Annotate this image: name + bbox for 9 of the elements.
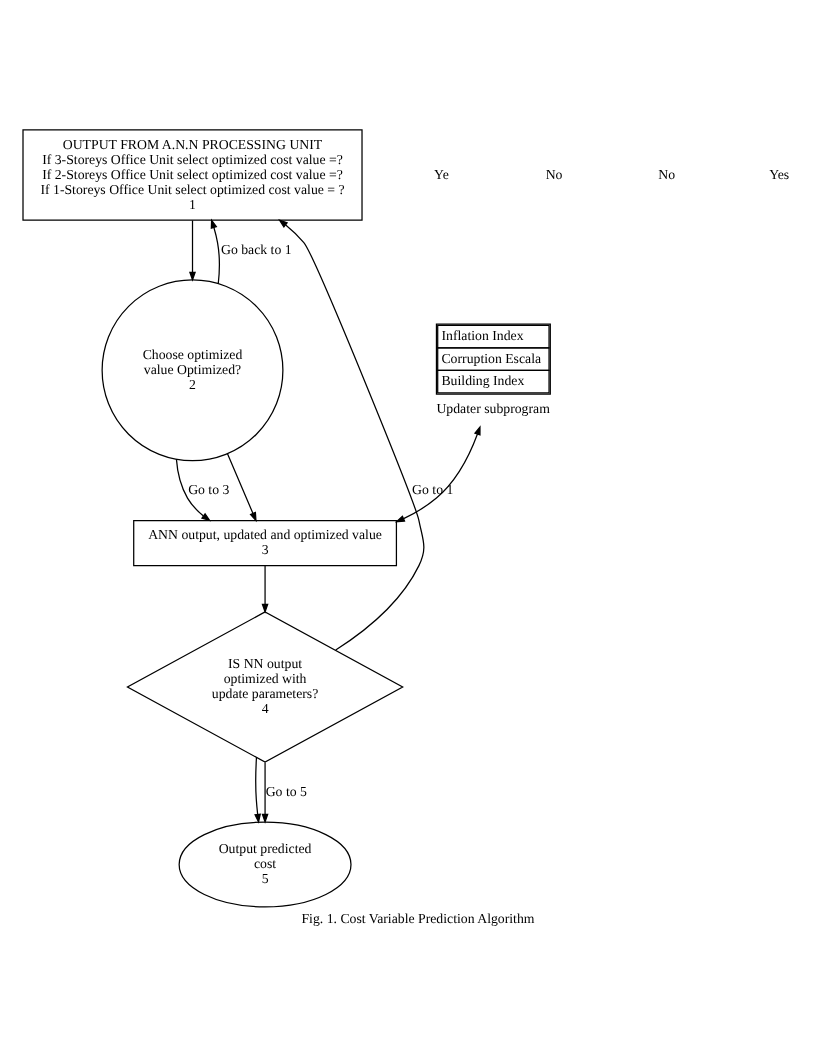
- arrow: [277, 218, 424, 650]
- arrow: [393, 424, 480, 522]
- arrow: [260, 760, 268, 823]
- arrow: [225, 452, 256, 522]
- arrow: [209, 217, 220, 284]
- arrow: [188, 218, 196, 281]
- arrow: [260, 564, 268, 613]
- arrow: [253, 756, 261, 823]
- arrow: [174, 457, 211, 521]
